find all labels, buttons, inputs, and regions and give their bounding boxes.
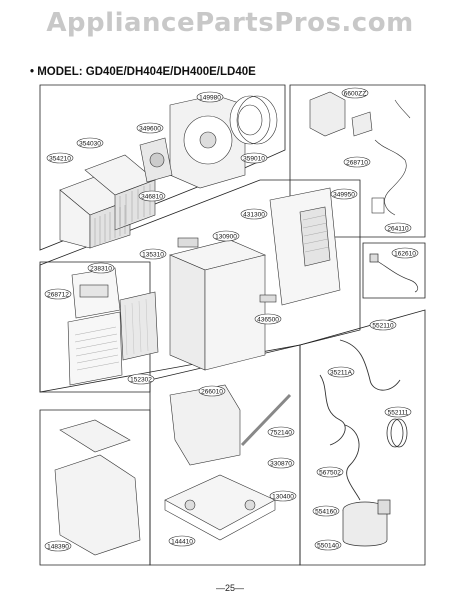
callout: 359010 <box>240 152 268 164</box>
callout: 6600ZZ <box>341 87 369 99</box>
callout: 552111 <box>384 406 412 418</box>
part-label: 268710 <box>346 160 368 167</box>
callout: 354030 <box>76 137 104 149</box>
part-label: 130400 <box>272 494 294 501</box>
compressor <box>342 499 391 547</box>
control-box <box>309 91 411 216</box>
part-label: 550140 <box>317 543 339 550</box>
part-label: 354210 <box>49 156 71 163</box>
part-label: 268712 <box>47 292 69 299</box>
part-label: 359010 <box>243 156 265 163</box>
front-panel <box>67 267 123 386</box>
section-frame-controls <box>289 84 426 238</box>
part-label: 6600ZZ <box>344 91 366 98</box>
part-label: 436500 <box>257 317 279 324</box>
callout: 152302 <box>127 373 155 385</box>
coil-assembly <box>59 154 156 249</box>
part-label: 152302 <box>130 377 152 384</box>
callout: 752140 <box>267 426 295 438</box>
callout: 130900 <box>212 230 240 242</box>
air-filter <box>119 291 159 361</box>
callout: 268710 <box>343 156 371 168</box>
part-label: 330870 <box>270 461 292 468</box>
callout: 330870 <box>267 457 295 469</box>
part-label: 431300 <box>243 212 265 219</box>
callout: 135310 <box>139 248 167 260</box>
water-bucket <box>54 419 141 556</box>
callout: 148390 <box>44 540 72 552</box>
part-label: 148390 <box>47 544 69 551</box>
rear-panel <box>269 187 341 306</box>
part-label: 135310 <box>142 252 164 259</box>
callout: 550140 <box>314 539 342 551</box>
part-label: 567502 <box>319 470 341 477</box>
callout: 35211A <box>327 366 355 378</box>
model-heading: • MODEL: GD40E/DH404E/DH400E/LD40E <box>30 66 256 78</box>
blower-wheel <box>229 95 278 145</box>
fan-shroud <box>169 94 246 189</box>
callout: 130400 <box>269 490 297 502</box>
watermark-logo: AppliancePartsPros.com <box>46 8 414 38</box>
callout: 431300 <box>240 208 268 220</box>
callout: 149980 <box>196 91 224 103</box>
callout: 567502 <box>316 466 344 478</box>
callout: 238310 <box>87 262 115 274</box>
refrigerant-tubing <box>319 339 401 501</box>
section-frame-cable <box>362 242 426 299</box>
part-label: 149980 <box>199 95 221 102</box>
part-label: 554160 <box>315 509 337 516</box>
callout: 346810 <box>138 190 166 202</box>
part-label: 266010 <box>201 389 223 396</box>
part-label: 552110 <box>372 323 394 330</box>
callout: 144410 <box>168 535 196 547</box>
callout: 266010 <box>198 385 226 397</box>
part-label: 552111 <box>388 410 409 417</box>
callout: 162610 <box>391 247 419 259</box>
fan-motor <box>139 137 173 183</box>
part-label: 349950 <box>333 192 355 199</box>
part-label: 162610 <box>394 251 416 258</box>
part-label: 264110 <box>387 226 409 233</box>
part-label: 35211A <box>330 370 353 377</box>
callout: 552110 <box>369 319 397 331</box>
callout: 349950 <box>330 188 358 200</box>
callout: 268712 <box>44 288 72 300</box>
page-number: —25— <box>215 583 244 593</box>
part-label: 346810 <box>141 194 163 201</box>
callout: 354210 <box>46 152 74 164</box>
part-label: 349600 <box>139 126 161 133</box>
part-label: 238310 <box>90 266 112 273</box>
drain-pan <box>169 384 292 466</box>
part-label: 130900 <box>215 234 237 241</box>
part-label: 354030 <box>79 141 101 148</box>
part-label: 752140 <box>270 430 292 437</box>
power-cord <box>369 253 419 293</box>
callout: 554160 <box>312 505 340 517</box>
callout: 349600 <box>136 122 164 134</box>
callout: 436500 <box>254 313 282 325</box>
capillary-coil <box>386 418 408 448</box>
cabinet <box>169 237 277 371</box>
callout: 264110 <box>384 222 412 234</box>
part-label: 144410 <box>171 539 193 546</box>
